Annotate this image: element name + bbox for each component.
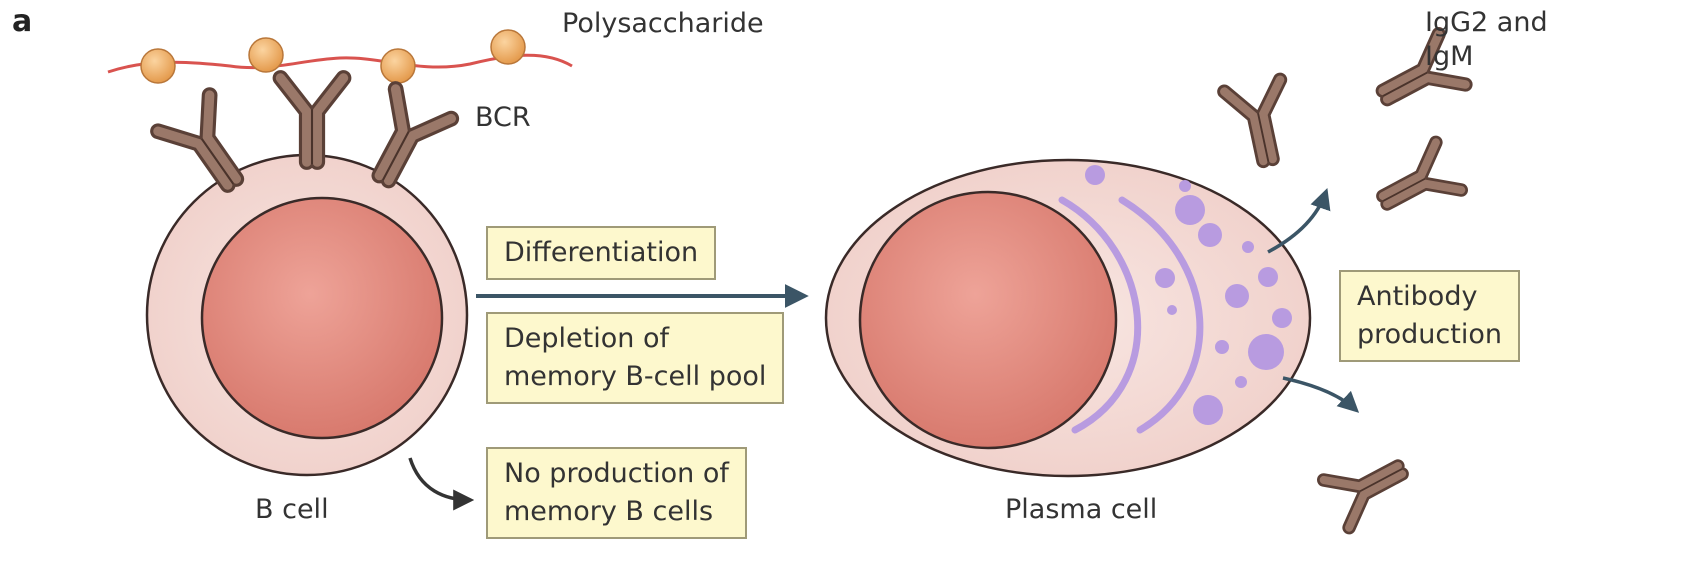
b-cell-label: B cell <box>255 492 329 528</box>
secretion-arrow <box>1283 378 1356 410</box>
antibody-production-text-line-1: Antibody <box>1357 278 1502 316</box>
antigen-bead <box>249 38 283 72</box>
antibody-type-line-1: IgG2 and <box>1425 6 1548 40</box>
depletion-text-line-2: memory B-cell pool <box>504 358 766 396</box>
no-production-text-line-1: No production of <box>504 455 729 493</box>
polysaccharide-label: Polysaccharide <box>562 6 764 42</box>
bcr-label: BCR <box>475 100 531 136</box>
b-cell <box>147 155 467 475</box>
secreted-antibody <box>1324 445 1415 527</box>
depletion-box: Depletion of memory B-cell pool <box>486 312 784 404</box>
no-memory-arrow <box>410 458 470 500</box>
antibody-type-label: IgG2 and IgM <box>1425 6 1548 74</box>
antibody-type-line-2: IgM <box>1425 40 1548 74</box>
b-cell-nucleus <box>202 198 442 438</box>
differentiation-text: Differentiation <box>504 234 698 272</box>
antigen-bead <box>381 49 415 83</box>
no-production-text-line-2: memory B cells <box>504 493 729 531</box>
plasma-cell-nucleus <box>860 192 1116 448</box>
panel-label: a <box>12 4 32 39</box>
antigen-bead <box>491 30 525 64</box>
differentiation-box: Differentiation <box>486 226 716 280</box>
antibody-production-box: Antibody production <box>1339 270 1520 362</box>
secreted-antibody <box>1224 80 1296 168</box>
plasma-cell <box>826 160 1310 476</box>
secreted-antibody <box>1371 142 1462 224</box>
bcr-antibody <box>281 78 344 164</box>
antigen-bead <box>141 49 175 83</box>
antibody-production-text-line-2: production <box>1357 316 1502 354</box>
plasma-cell-label: Plasma cell <box>1005 492 1157 528</box>
no-production-box: No production of memory B cells <box>486 447 747 539</box>
depletion-text-line-1: Depletion of <box>504 320 766 358</box>
